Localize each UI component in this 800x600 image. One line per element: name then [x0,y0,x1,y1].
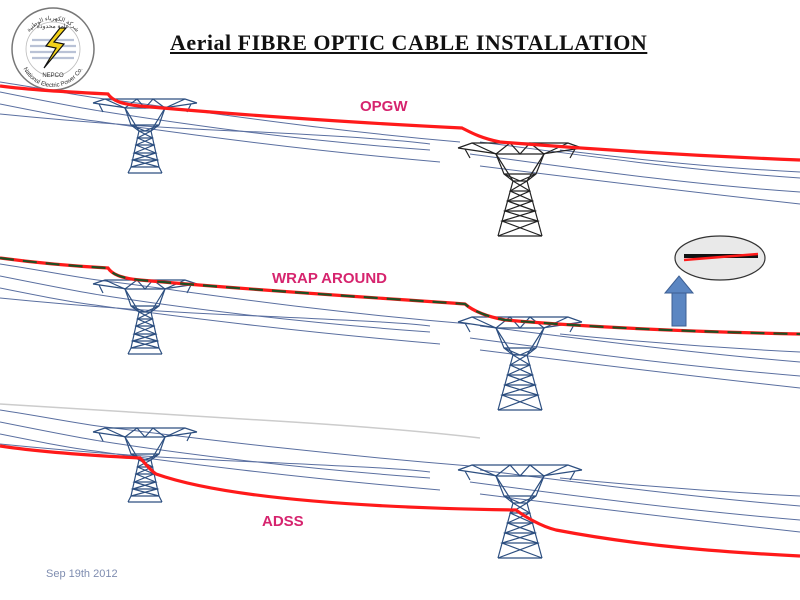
wrap-conductors [0,263,800,389]
arrow-up-icon [663,275,695,327]
nepco-logo: شركة الكهرباء الوطنية عامة محدودة NEPCO … [11,7,95,91]
adss-label: ADSS [262,513,304,530]
footer-date: Sep 19th 2012 [46,568,118,580]
opgw-label: OPGW [360,98,408,115]
opgw-conductors [0,81,800,205]
wrap-around-panel [0,235,800,411]
logo-arabic-sub: عامة محدودة [37,23,69,30]
wrap-around-fibre [0,256,800,336]
wrap-around-label: WRAP AROUND [272,270,387,287]
adss-panel [0,403,800,559]
zoom-fibre-wrap [683,252,759,262]
logo-abbrev: NEPCO [42,73,64,79]
opgw-fibre-cable [0,84,800,162]
slide-title: Aerial FIBRE OPTIC CABLE INSTALLATION [170,30,648,55]
zoom-magnifier [674,235,766,281]
opgw-panel [0,81,800,237]
adss-fibre-cable [0,444,800,558]
opgw-tower-right [457,142,583,237]
